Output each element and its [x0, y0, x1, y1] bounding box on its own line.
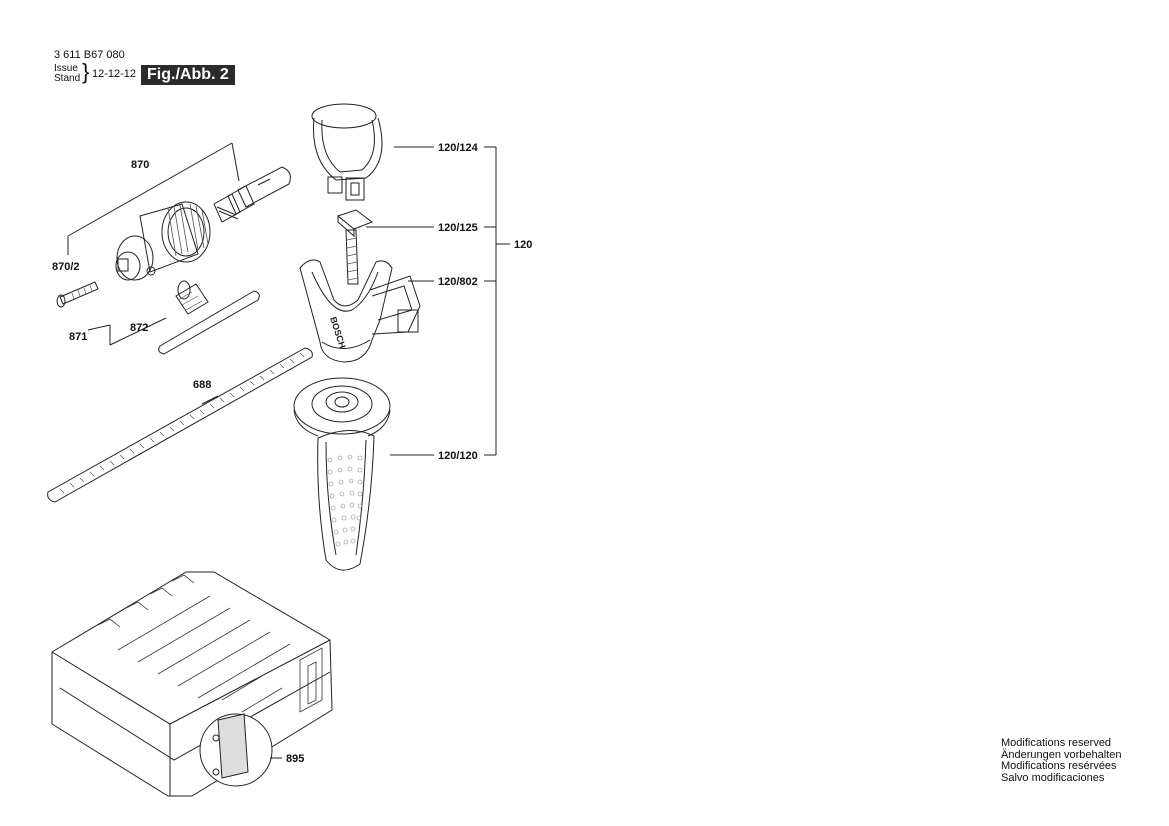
chuck-key — [158, 280, 260, 355]
label-120-125: 120/125 — [438, 222, 478, 234]
label-870: 870 — [131, 159, 149, 171]
clamp-band — [311, 103, 383, 201]
brace-glyph: } — [82, 59, 90, 84]
side-handle-assembly-120 — [293, 103, 510, 571]
carrying-case-895 — [51, 571, 333, 797]
note-line-de: Änderungen vorbehalten — [1001, 748, 1122, 761]
issue-stand-label: Issue Stand — [54, 64, 80, 84]
label-870-2: 870/2 — [52, 261, 80, 273]
side-handle-grip — [293, 377, 391, 571]
handle-holder — [299, 259, 421, 363]
chuck-assembly-870 — [56, 142, 291, 355]
t-bolt — [336, 209, 374, 285]
modifications-note: Modifications reserved Änderungen vorbeh… — [1001, 737, 1122, 784]
label-120: 120 — [514, 239, 532, 251]
note-line-en: Modifications reserved — [1001, 737, 1112, 749]
note-line-es: Salvo modificaciones — [1001, 771, 1105, 784]
sds-adapter-shank — [213, 166, 291, 223]
label-120-124: 120/124 — [438, 142, 479, 154]
label-871: 871 — [69, 331, 87, 343]
label-120-120: 120/120 — [438, 450, 478, 462]
stand-label: Stand — [54, 73, 81, 84]
issue-label: Issue — [54, 63, 78, 74]
label-895: 895 — [286, 753, 304, 765]
drill-chuck — [115, 201, 211, 281]
note-line-fr: Modifications resérvées — [1001, 760, 1117, 772]
figure-label: Fig./Abb. 2 — [141, 65, 235, 85]
chuck-screw-870-2 — [56, 281, 99, 308]
bosch-logo-text: BOSCH — [328, 316, 348, 350]
depth-stop-rod-688 — [47, 347, 313, 503]
label-872: 872 — [130, 322, 148, 334]
label-688: 688 — [193, 379, 211, 391]
issue-date: 12-12-12 — [92, 68, 137, 80]
label-120-802: 120/802 — [438, 276, 478, 288]
part-number: 3 611 B67 080 — [54, 49, 125, 61]
